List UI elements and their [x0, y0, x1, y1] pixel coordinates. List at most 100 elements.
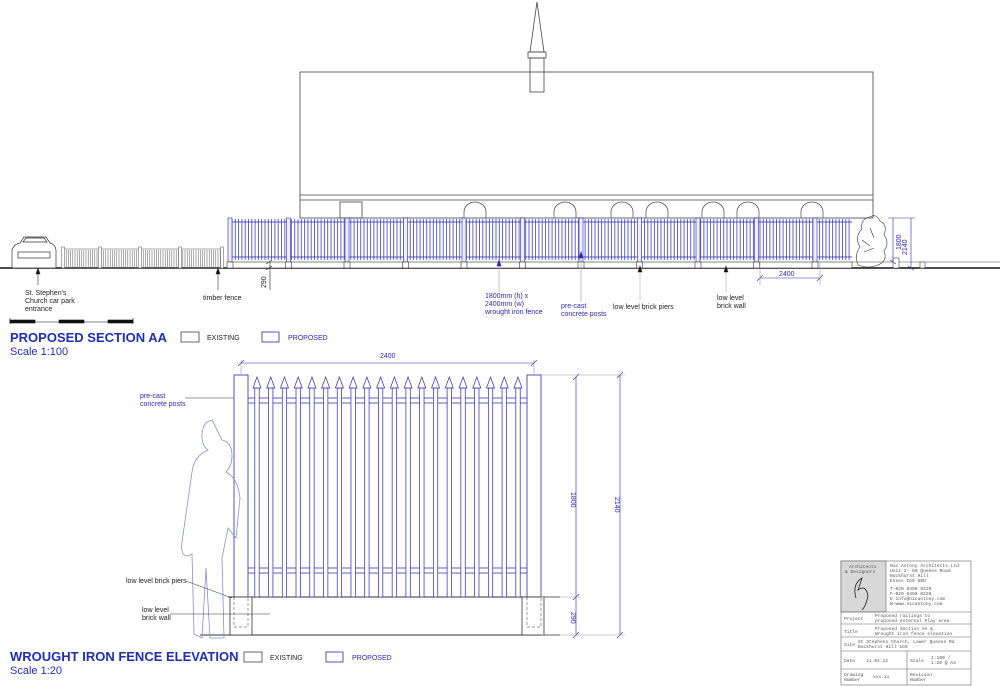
timber-post — [220, 246, 224, 269]
section-pier — [343, 261, 351, 269]
svg-text:Date: Date — [844, 658, 855, 664]
section-post — [344, 217, 350, 263]
section-pier — [285, 261, 292, 269]
section-post — [520, 217, 525, 263]
elev-spearhead — [486, 375, 496, 389]
scale-bar — [9, 318, 134, 324]
svg-text:Project: Project — [844, 616, 864, 622]
section-pier — [460, 261, 468, 269]
svg-text:Title: Title — [844, 629, 858, 635]
timber-post — [138, 246, 142, 269]
elev-spearhead — [266, 375, 276, 389]
elev-spearhead — [348, 375, 358, 389]
legend-proposed-label-2: PROPOSED — [352, 655, 392, 662]
section-pier — [694, 261, 702, 269]
elev-spearhead — [458, 375, 468, 389]
label-elev-piers: low level brick piers — [126, 578, 187, 585]
elev-picket — [295, 387, 301, 598]
elev-spearhead — [321, 375, 331, 389]
dim-elev-wall: 290 — [569, 612, 576, 624]
arched-window — [463, 201, 487, 218]
svg-text:1:100 /1:20 @ A3: 1:100 /1:20 @ A3 — [931, 655, 956, 666]
elev-picket — [460, 387, 466, 598]
tree-icon — [856, 215, 888, 268]
arched-window — [645, 201, 669, 218]
fence-elevation — [200, 374, 560, 636]
section-post — [695, 217, 701, 263]
elev-spearhead — [279, 375, 289, 389]
elev-spearhead — [293, 375, 303, 389]
elev-picket — [487, 387, 494, 598]
car-icon — [11, 236, 57, 269]
arched-window — [610, 201, 634, 218]
elev-picket — [433, 387, 439, 598]
elev-pier-hidden — [233, 596, 249, 628]
legend-existing-swatch — [180, 331, 200, 343]
section-pier — [226, 261, 234, 269]
elev-spearhead — [472, 375, 482, 389]
label-section-piers: low level brick piers — [613, 304, 674, 311]
elev-spearhead — [389, 375, 399, 389]
dim-elev-width: 2400 — [380, 353, 396, 360]
elev-pier-hidden — [526, 596, 542, 628]
dim-section-wall: 290 — [261, 276, 268, 288]
elev-picket — [378, 387, 384, 598]
legend-proposed-label: PROPOSED — [288, 335, 328, 342]
section-pier — [402, 261, 409, 269]
elev-spearhead — [252, 375, 262, 389]
section-post — [403, 217, 408, 263]
svg-text:11.04.12: 11.04.12 — [866, 658, 888, 664]
elev-spearhead — [403, 375, 413, 389]
label-timber-fence: timber fence — [203, 295, 242, 302]
elev-picket — [501, 387, 507, 598]
elev-spearhead — [444, 375, 454, 389]
elev-spearhead — [499, 375, 509, 389]
elev-picket — [515, 387, 521, 598]
legend-existing-label: EXISTING — [207, 335, 240, 342]
human-figure — [181, 419, 241, 639]
elev-picket — [281, 387, 288, 598]
timber-post — [61, 246, 65, 269]
elevation-scale: Scale 1:20 — [10, 665, 62, 677]
elev-spearhead — [362, 375, 372, 389]
timber-fence — [61, 246, 224, 269]
dim-section-total: 2140 — [902, 239, 909, 255]
elev-brick-pier — [229, 596, 253, 636]
svg-text:Site: Site — [844, 642, 855, 648]
elev-concrete-post — [233, 374, 249, 598]
elev-picket — [391, 387, 397, 598]
dim-section-height: 1800 — [896, 234, 903, 250]
elev-concrete-post — [526, 374, 542, 598]
elev-brick-pier — [521, 596, 545, 636]
elev-picket — [336, 387, 342, 598]
section-title: PROPOSED SECTION AA — [10, 330, 168, 345]
section-pier — [811, 261, 819, 269]
arched-window — [800, 201, 824, 218]
svg-text:St Stephens Church, Lower Quee: St Stephens Church, Lower Queens RdBuckh… — [858, 639, 955, 650]
dim-elev-height: 1800 — [569, 492, 576, 508]
proposed-fence-section — [226, 217, 853, 269]
legend-existing-swatch-2 — [243, 651, 263, 663]
dim-elev-total: 2140 — [613, 497, 620, 513]
svg-text:Architects& Designers: Architects& Designers — [845, 564, 877, 575]
elev-picket — [405, 387, 411, 598]
legend-existing-label-2: EXISTING — [270, 655, 303, 662]
timber-post — [98, 246, 102, 269]
elev-spearhead — [513, 375, 523, 389]
arched-window — [736, 201, 760, 218]
section-post — [754, 217, 759, 263]
section-post — [286, 217, 291, 263]
title-block — [840, 560, 972, 686]
section-post — [637, 217, 642, 263]
dim-section-bay: 2400 — [779, 271, 795, 278]
section-post — [227, 217, 233, 263]
section-pier — [519, 261, 526, 269]
elev-spearhead — [334, 375, 344, 389]
section-post — [461, 217, 467, 263]
